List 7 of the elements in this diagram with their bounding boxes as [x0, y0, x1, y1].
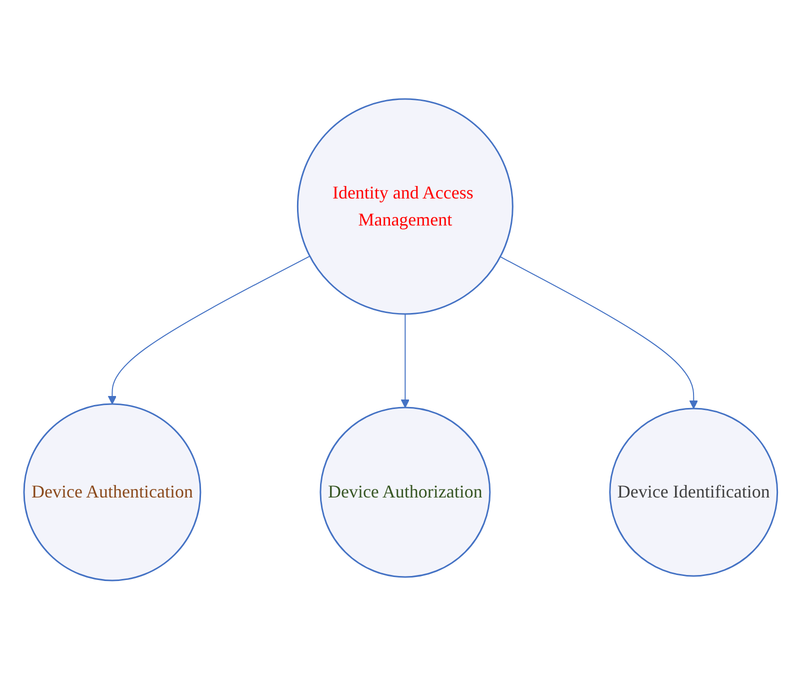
arrow [108, 255, 310, 404]
node-circle: Device Authorization [320, 406, 490, 578]
arrow [400, 313, 410, 408]
arrow [500, 256, 698, 409]
node-circle: Device Authentication [23, 403, 202, 581]
node-circle: Identity and Access Management [296, 98, 514, 315]
node-circle: Device Identification [608, 408, 778, 576]
